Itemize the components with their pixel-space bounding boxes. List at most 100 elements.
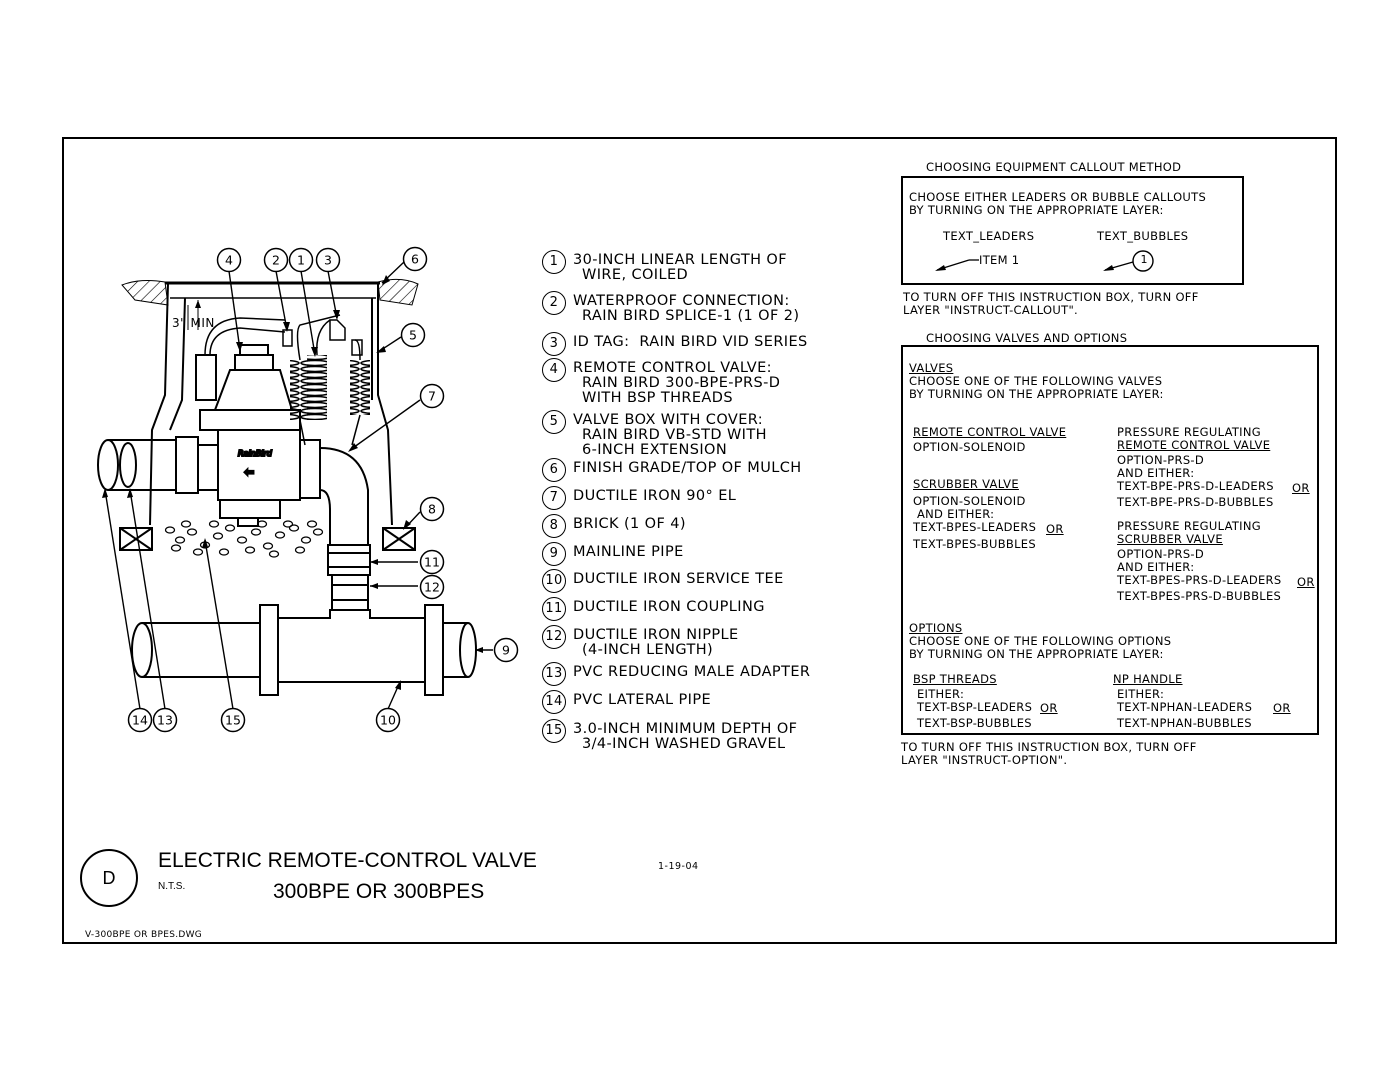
callout-bubble bbox=[127, 707, 153, 733]
scrubber-body2: TEXT-BPES-BUBBLES bbox=[913, 537, 1036, 551]
callout-bubble bbox=[220, 707, 246, 733]
options-instruction: CHOOSE ONE OF THE FOLLOWING OPTIONS BY T… bbox=[909, 634, 1172, 661]
rcv-title: REMOTE CONTROL VALVE bbox=[913, 425, 1067, 439]
callout-bubble bbox=[152, 707, 178, 733]
legend-text: BRICK (1 OF 4) bbox=[573, 517, 686, 532]
min-dimension bbox=[195, 300, 201, 330]
drawing-date: 1-19-04 bbox=[658, 861, 699, 872]
legend-number-bubble: 15 bbox=[542, 719, 566, 743]
valve-body: Rain⁠Bird ⇦ bbox=[195, 344, 301, 527]
legend-number-bubble: 10 bbox=[542, 569, 566, 593]
callout-bubble bbox=[315, 247, 341, 273]
legend-number-bubble: 8 bbox=[542, 514, 566, 538]
np-handle-body2: TEXT-NPHAN-BUBBLES bbox=[1113, 716, 1252, 730]
min-dimension-label: 3" MIN bbox=[172, 316, 215, 330]
bsp-threads-body: EITHER: TEXT-BSP-LEADERS bbox=[916, 687, 1033, 714]
callout-instruction-box: CHOOSE EITHER LEADERS OR BUBBLE CALLOUTS… bbox=[901, 176, 1244, 285]
options-box-footer: TO TURN OFF THIS INSTRUCTION BOX, TURN O… bbox=[901, 740, 1197, 767]
callout-number: 2 bbox=[272, 253, 280, 268]
scrubber-or: OR bbox=[1046, 522, 1064, 536]
item-leader-label: ITEM 1 bbox=[979, 253, 1020, 267]
callout-instruction-text: CHOOSE EITHER LEADERS OR BUBBLE CALLOUTS… bbox=[909, 190, 1207, 217]
legend-text-line: RAIN BIRD 300-BPE-PRS-D bbox=[582, 375, 781, 391]
text-bubbles-label: TEXT_BUBBLES bbox=[1097, 229, 1189, 243]
legend-text-line: WITH BSP THREADS bbox=[582, 390, 733, 406]
legend-text-line: DUCTILE IRON 90° EL bbox=[573, 488, 737, 504]
legend-text-line: DUCTILE IRON NIPPLE bbox=[573, 627, 739, 643]
gravel-pebble bbox=[208, 520, 220, 528]
legend-text-line: 6-INCH EXTENSION bbox=[582, 442, 728, 458]
legend-text: ID TAG: RAIN BIRD VID SERIES bbox=[573, 335, 808, 350]
callout-number: 9 bbox=[502, 643, 510, 658]
np-handle-body: EITHER: TEXT-NPHAN-LEADERS bbox=[1116, 687, 1253, 714]
legend-number-bubble: 13 bbox=[542, 662, 566, 686]
legend-text: MAINLINE PIPE bbox=[573, 545, 684, 560]
callout-number: 15 bbox=[225, 713, 241, 728]
callout-number: 3 bbox=[324, 253, 332, 268]
leader-example-arrow bbox=[935, 259, 979, 271]
gravel-pebble bbox=[180, 520, 192, 528]
prs-scrubber-body2: TEXT-BPES-PRS-D-BUBBLES bbox=[1117, 589, 1282, 603]
prs-rcv-body2: TEXT-BPE-PRS-D-BUBBLES bbox=[1117, 495, 1274, 509]
legend-number-bubble: 14 bbox=[542, 690, 566, 714]
callout-number: 11 bbox=[424, 555, 440, 570]
callout-bubble bbox=[419, 549, 445, 575]
gravel-pebble bbox=[262, 542, 274, 550]
legend-text-line: MAINLINE PIPE bbox=[573, 544, 684, 560]
legend-text: WATERPROOF CONNECTION:RAIN BIRD SPLICE-1… bbox=[573, 294, 799, 324]
splice-and-id-tag bbox=[282, 319, 363, 356]
detail-title: ELECTRIC REMOTE-CONTROL VALVE bbox=[158, 849, 537, 872]
drawing-filename: V-300BPE OR BPES.DWG bbox=[85, 930, 203, 940]
callout-number: 6 bbox=[411, 252, 419, 267]
callout-bubble bbox=[493, 637, 519, 663]
legend-number-bubble: 2 bbox=[542, 291, 566, 315]
np-or: OR bbox=[1273, 701, 1291, 715]
legend-text: DUCTILE IRON NIPPLE(4-INCH LENGTH) bbox=[573, 628, 739, 658]
callout-bubble bbox=[288, 247, 314, 273]
legend-text-line: ID TAG: RAIN BIRD VID SERIES bbox=[573, 334, 808, 350]
leader-arrowheads bbox=[102, 275, 483, 690]
legend-text-line: (4-INCH LENGTH) bbox=[582, 642, 714, 658]
options-title: OPTIONS bbox=[909, 621, 963, 635]
gravel-pebble bbox=[164, 526, 176, 534]
legend-text-line: DUCTILE IRON SERVICE TEE bbox=[573, 571, 784, 587]
legend-text-line: 3/4-INCH WASHED GRAVEL bbox=[582, 736, 786, 752]
callout-bubble bbox=[419, 574, 445, 600]
gravel-pebble bbox=[244, 546, 256, 554]
gravel-pebble bbox=[268, 550, 280, 558]
legend-text-line: WATERPROOF CONNECTION: bbox=[573, 293, 790, 309]
drawing-frame bbox=[62, 137, 1337, 944]
callout-box-footer: TO TURN OFF THIS INSTRUCTION BOX, TURN O… bbox=[903, 290, 1199, 317]
svg-text:⇦: ⇦ bbox=[244, 465, 254, 479]
svg-text:Rain⁠Bird: Rain⁠Bird bbox=[238, 449, 273, 458]
scrubber-title: SCRUBBER VALVE bbox=[913, 477, 1019, 491]
gravel-pebble bbox=[294, 546, 306, 554]
riser-coupling-nipple bbox=[327, 544, 371, 611]
gravel-pebble bbox=[224, 524, 236, 532]
valves-instruction: CHOOSE ONE OF THE FOLLOWING VALVES BY TU… bbox=[909, 374, 1164, 401]
legend-number-bubble: 7 bbox=[542, 486, 566, 510]
lateral-pipe bbox=[97, 436, 199, 494]
callout-bubble bbox=[216, 247, 242, 273]
gravel-pebble bbox=[282, 520, 294, 528]
scrubber-body: OPTION-SOLENOID AND EITHER: TEXT-BPES-LE… bbox=[913, 494, 1037, 534]
legend-text: DUCTILE IRON SERVICE TEE bbox=[573, 572, 784, 587]
detail-letter-circle: D bbox=[80, 849, 138, 907]
bsp-or: OR bbox=[1040, 701, 1058, 715]
callout-number: 8 bbox=[428, 502, 436, 517]
legend-number-bubble: 6 bbox=[542, 458, 566, 482]
legend-number-bubble: 12 bbox=[542, 625, 566, 649]
gravel-pebble bbox=[250, 528, 262, 536]
gravel-pebble bbox=[218, 548, 230, 556]
text-leaders-label: TEXT_LEADERS bbox=[943, 229, 1035, 243]
prs-scrubber-or: OR bbox=[1297, 575, 1315, 589]
legend-text-line: VALVE BOX WITH COVER: bbox=[573, 412, 764, 428]
bsp-threads-body2: TEXT-BSP-BUBBLES bbox=[913, 716, 1032, 730]
legend-number-bubble: 9 bbox=[542, 542, 566, 566]
legend-text-line: RAIN BIRD VB-STD WITH bbox=[582, 427, 767, 443]
legend-text-line: FINISH GRADE/TOP OF MULCH bbox=[573, 460, 802, 476]
scale-note: N.T.S. bbox=[158, 881, 186, 892]
